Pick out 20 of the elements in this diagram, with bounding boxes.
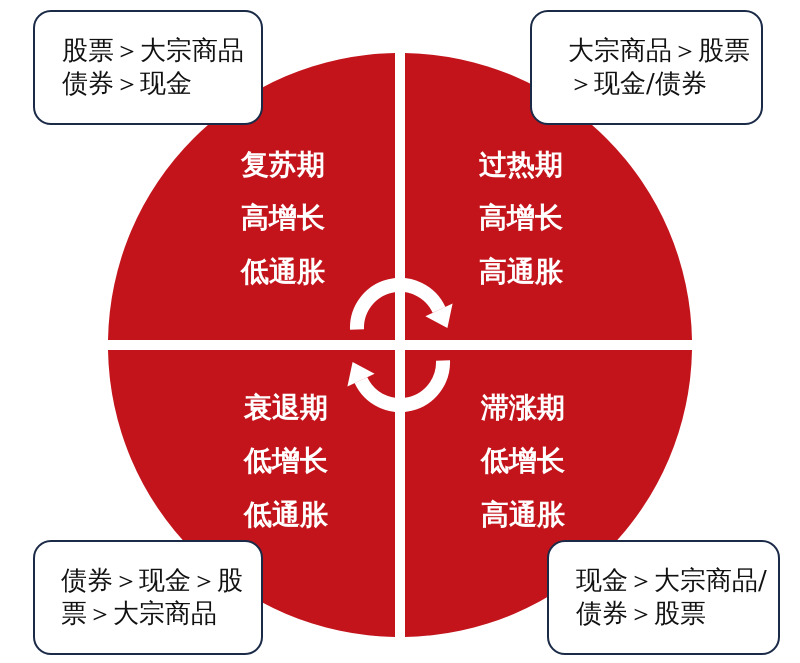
note-box bbox=[530, 10, 763, 125]
trait-label: 高增长 bbox=[241, 201, 325, 235]
note-box bbox=[33, 540, 263, 655]
trait-label: 低增长 bbox=[481, 444, 565, 478]
trait-label: 高增长 bbox=[479, 201, 563, 235]
ranking-text: 大宗商品＞股票＞现金/债券 bbox=[568, 34, 751, 100]
phase-label: 滞涨期 bbox=[481, 391, 565, 425]
phase-label: 复苏期 bbox=[241, 148, 325, 182]
phase-label: 衰退期 bbox=[244, 391, 328, 425]
phase-label: 过热期 bbox=[479, 148, 563, 182]
note-box bbox=[547, 540, 780, 655]
trait-label: 低通胀 bbox=[241, 255, 325, 289]
ranking-text: 股票＞大宗商品债券＞现金 bbox=[62, 34, 245, 100]
trait-label: 低通胀 bbox=[244, 498, 328, 532]
trait-label: 低增长 bbox=[244, 444, 328, 478]
ranking-text: 债券＞现金＞股票＞大宗商品 bbox=[61, 564, 244, 630]
trait-label: 高通胀 bbox=[481, 498, 565, 532]
trait-label: 高通胀 bbox=[479, 255, 563, 289]
ranking-text: 现金＞大宗商品/债券＞股票 bbox=[576, 564, 768, 630]
note-box bbox=[33, 10, 263, 125]
